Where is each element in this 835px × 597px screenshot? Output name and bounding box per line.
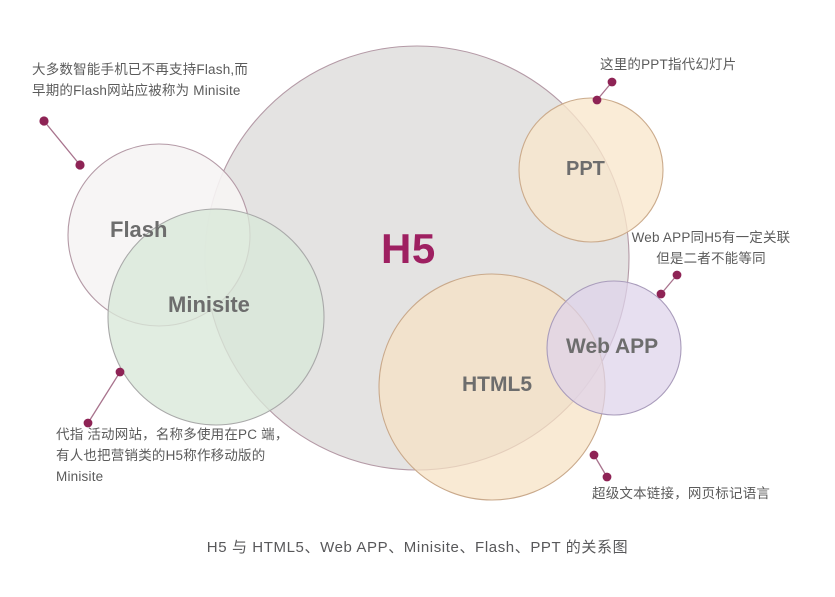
leader-dot-webapp-outer: [672, 270, 682, 280]
leader-line-minisite: [87, 371, 121, 424]
circle-label-ppt: PPT: [566, 158, 605, 180]
diagram-caption: H5 与 HTML5、Web APP、Minisite、Flash、PPT 的关…: [206, 539, 629, 556]
circle-webapp: [546, 280, 682, 416]
leader-dot-webapp-inner: [656, 289, 666, 299]
leader-dot-flash-outer: [39, 116, 49, 126]
leader-dot-minisite-outer: [83, 418, 93, 428]
leader-line-flash: [43, 120, 81, 166]
circle-label-html5: HTML5: [462, 373, 532, 396]
circle-minisite: [107, 208, 325, 426]
leader-dot-minisite-inner: [115, 367, 125, 377]
leader-dot-flash-inner: [75, 160, 85, 170]
circle-ppt: [518, 97, 664, 243]
annotation-minisite: 代指 活动网站，名称多使用在PC 端， 有人也把营销类的H5称作移动版的 Min…: [56, 427, 289, 484]
leader-dot-html5-outer: [602, 472, 612, 482]
annotation-flash: 大多数智能手机已不再支持Flash,而 早期的Flash网站应被称为 Minis…: [32, 62, 249, 98]
leader-dot-html5-inner: [589, 450, 599, 460]
circle-label-flash: Flash: [110, 217, 168, 242]
circle-label-minisite: Minisite: [168, 292, 250, 317]
leader-dot-ppt-inner: [592, 95, 602, 105]
annotation-leaders: [39, 77, 682, 482]
leader-dot-ppt-outer: [607, 77, 617, 87]
circle-label-h5: H5: [381, 225, 436, 272]
annotation-webapp: Web APP同H5有一定关联 但是二者不能等同: [631, 230, 791, 266]
circle-label-webapp: Web APP: [566, 335, 659, 358]
annotation-ppt: 这里的PPT指代幻灯片: [600, 57, 737, 72]
annotation-html5: 超级文本链接，网页标记语言: [592, 486, 771, 501]
